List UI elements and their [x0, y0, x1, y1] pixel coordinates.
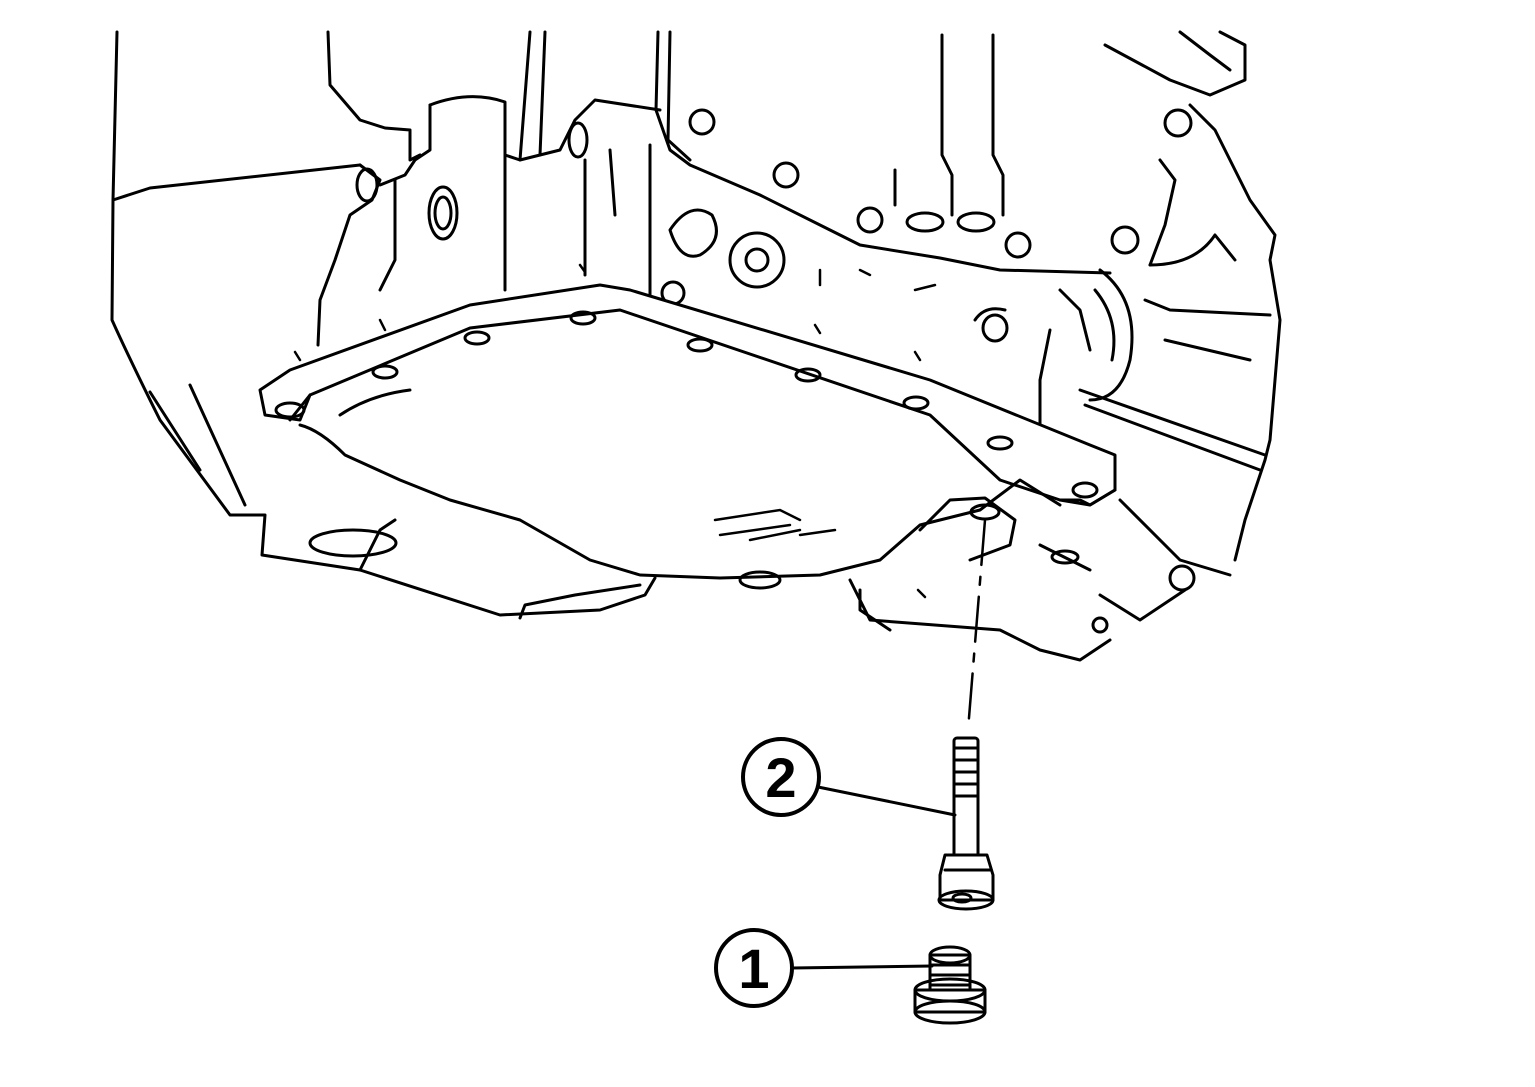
callout-circle-2 [741, 737, 821, 817]
callout-2: 2 [741, 737, 957, 817]
leader-line-1 [790, 964, 934, 970]
callout-label-1: 1 [738, 937, 769, 1000]
callout-label-2: 2 [765, 746, 796, 809]
callout-1: 1 [714, 928, 934, 1008]
leader-line-2 [816, 785, 957, 817]
drain-plug [913, 945, 987, 1025]
overflow-tube [937, 736, 995, 911]
transmission-case [110, 30, 1282, 622]
center-line [966, 518, 987, 732]
oil-pan [258, 263, 1117, 662]
callout-circle-1 [714, 928, 794, 1008]
